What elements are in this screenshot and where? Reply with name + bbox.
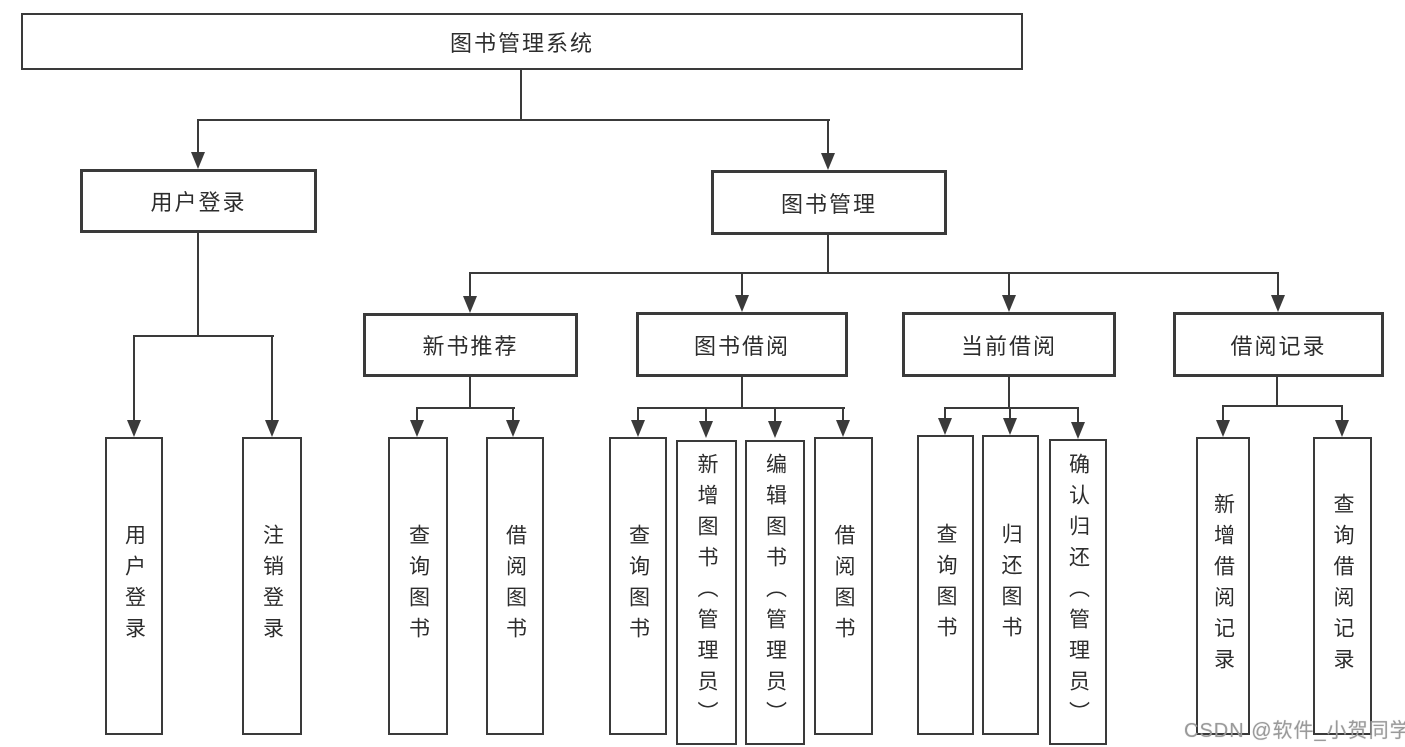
arrow-down-icon [191, 152, 205, 169]
node-current-borrowing: 当前借阅 [902, 312, 1116, 377]
connector-to-leaf-logout [271, 335, 273, 422]
connector-leaf [1009, 407, 1011, 420]
leaf-label: 查询图书 [406, 524, 430, 648]
connector-current-stem [1008, 377, 1010, 408]
node-label: 图书管理系统 [449, 30, 594, 56]
leaf-current-query-books: 查询图书 [917, 435, 974, 735]
connector-leaf [944, 407, 946, 420]
connector-leaf [842, 407, 844, 422]
leaf-label: 确认归还（管理员） [1066, 452, 1090, 732]
leaf-user-login: 用户登录 [105, 437, 163, 735]
arrow-down-icon [1335, 420, 1349, 437]
leaf-borrowing-add-books-admin: 新增图书（管理员） [676, 440, 737, 745]
arrow-down-icon [127, 420, 141, 437]
leaf-borrowing-borrow-books: 借阅图书 [814, 437, 873, 735]
connector-to-leaf-user-login [133, 335, 135, 422]
arrow-down-icon [735, 295, 749, 312]
arrow-down-icon [1071, 422, 1085, 439]
connector-records-stem [1276, 377, 1278, 406]
node-label: 图书借阅 [693, 333, 790, 359]
leaf-logout-login: 注销登录 [242, 437, 302, 735]
connector-level3-branch [469, 272, 1279, 274]
node-label: 当前借阅 [960, 333, 1057, 359]
connector-leaf [1341, 405, 1343, 421]
node-label: 借阅记录 [1230, 333, 1327, 359]
connector-user-login-stem [197, 233, 199, 336]
connector-to-borrowing-records [1277, 272, 1279, 297]
arrow-down-icon [463, 296, 477, 313]
node-book-management: 图书管理 [711, 170, 947, 235]
connector-leaf [637, 407, 639, 422]
arrow-down-icon [938, 418, 952, 435]
node-new-book-recommendation: 新书推荐 [363, 313, 578, 377]
connector-to-current-borrowing [1008, 272, 1010, 297]
leaf-borrowing-edit-books-admin: 编辑图书（管理员） [745, 440, 805, 745]
node-label: 图书管理 [780, 191, 877, 217]
connector-to-new-book-recommendation [469, 272, 471, 297]
arrow-down-icon [506, 420, 520, 437]
connector-to-user-login [197, 119, 199, 155]
arrow-down-icon [836, 420, 850, 437]
connector-user-login-branch [133, 335, 274, 337]
arrow-down-icon [631, 420, 645, 437]
node-user-login: 用户登录 [80, 169, 317, 233]
connector-to-book-borrowing [741, 272, 743, 297]
arrow-down-icon [699, 421, 713, 438]
connector-recommend-stem [469, 377, 471, 408]
leaf-label: 新增图书（管理员） [695, 453, 718, 732]
arrow-down-icon [1003, 418, 1017, 435]
connector-level1-branch [198, 119, 830, 121]
leaf-label: 查询图书 [626, 524, 650, 648]
arrow-down-icon [1216, 420, 1230, 437]
leaf-label: 借阅图书 [832, 524, 855, 648]
leaf-current-return-books: 归还图书 [982, 435, 1039, 735]
connector-leaf [705, 407, 707, 422]
leaf-current-confirm-return-admin: 确认归还（管理员） [1049, 439, 1107, 745]
arrow-down-icon [821, 153, 835, 170]
connector-records-branch [1222, 405, 1343, 407]
arrow-down-icon [1271, 295, 1285, 312]
node-library-management-system: 图书管理系统 [21, 13, 1023, 70]
connector-leaf [1077, 407, 1079, 422]
node-book-borrowing: 图书借阅 [636, 312, 848, 377]
node-label: 新书推荐 [422, 334, 519, 359]
leaf-borrowing-query-books: 查询图书 [609, 437, 667, 735]
arrow-down-icon [410, 420, 424, 437]
leaf-label: 借阅图书 [503, 524, 527, 648]
leaf-records-add-borrow-record: 新增借阅记录 [1196, 437, 1250, 735]
leaf-recommend-query-books: 查询图书 [388, 437, 448, 735]
leaf-label: 新增借阅记录 [1211, 493, 1235, 679]
csdn-watermark: CSDN @软件_小贺同学 [1184, 720, 1405, 742]
arrow-down-icon [265, 420, 279, 437]
leaf-label: 注销登录 [260, 524, 284, 648]
leaf-label: 查询图书 [934, 523, 957, 647]
connector-root-stem [520, 69, 522, 119]
connector-recommend-branch [417, 407, 515, 409]
arrow-down-icon [768, 421, 782, 438]
leaf-label: 查询借阅记录 [1331, 493, 1354, 679]
connector-borrowing-branch [638, 407, 845, 409]
connector-leaf [512, 407, 514, 422]
connector-borrowing-stem [741, 377, 743, 408]
connector-leaf [416, 407, 418, 422]
leaf-recommend-borrow-books: 借阅图书 [486, 437, 544, 735]
connector-to-book-management [827, 119, 829, 155]
connector-leaf [774, 407, 776, 422]
leaf-label: 归还图书 [999, 523, 1022, 647]
connector-book-management-stem [827, 235, 829, 273]
connector-current-branch [945, 407, 1079, 409]
leaf-records-query-borrow-record: 查询借阅记录 [1313, 437, 1372, 735]
connector-leaf [1222, 405, 1224, 421]
leaf-label: 编辑图书（管理员） [763, 453, 787, 732]
arrow-down-icon [1002, 295, 1016, 312]
node-borrowing-records: 借阅记录 [1173, 312, 1384, 377]
leaf-label: 用户登录 [122, 524, 146, 648]
node-label: 用户登录 [150, 190, 247, 215]
